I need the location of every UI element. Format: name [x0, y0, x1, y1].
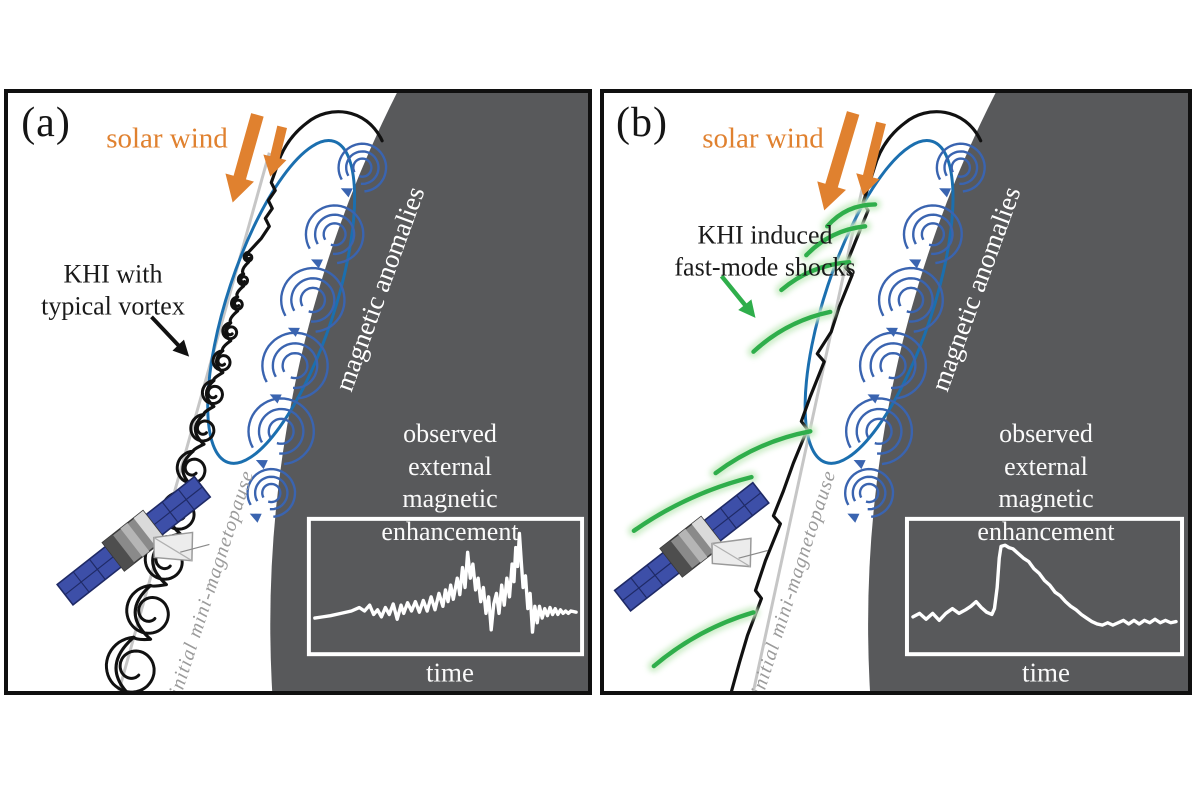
solar-wind-arrow [225, 113, 264, 203]
khi-vortex-spiral [242, 250, 254, 263]
panel-a-scene [56, 93, 588, 691]
khi-vortex-spiral [236, 272, 250, 287]
fast-mode-shock-arc [751, 309, 833, 354]
satellite-icon [613, 481, 770, 612]
field-arrowhead-icon [847, 513, 860, 523]
khi-vortex-spiral [189, 412, 216, 443]
khi-vortex-spiral [230, 295, 244, 311]
khi-vortex-spiral [211, 349, 232, 372]
magnetic-loop-cluster [246, 467, 297, 523]
khi-vortex-spiral [175, 449, 207, 485]
solar-wind-arrow [856, 121, 886, 196]
solar-wind-arrow [817, 111, 860, 211]
field-arrowhead-icon [853, 460, 866, 470]
magnetic-loop-cluster [902, 204, 963, 269]
field-arrowhead-icon [939, 188, 952, 198]
magnetic-loop-cluster [261, 331, 329, 404]
magnetic-loop-cluster [304, 204, 365, 269]
khi-boundary-wavy [114, 110, 384, 691]
field-arrowhead-icon [310, 259, 323, 269]
fast-mode-shock-glow [747, 305, 837, 358]
magnetic-loop-cluster [877, 266, 944, 337]
magnetic-loop-cluster [858, 331, 927, 404]
field-arrowhead-icon [287, 327, 300, 337]
fast-mode-shock-glow [647, 606, 760, 673]
field-arrowhead-icon [255, 460, 268, 470]
magnetic-loop-cluster [337, 142, 388, 198]
magnetic-loop-cluster [247, 397, 315, 470]
fast-mode-shock-arc [631, 474, 754, 533]
waveform-line [911, 543, 1178, 627]
panel-a: (a) solar wind KHI with typical vortex m… [4, 89, 592, 695]
fast-mode-shock-arc [825, 202, 878, 229]
inset-plot [904, 516, 1185, 657]
khi-vortex-spiral [221, 321, 239, 341]
magnetic-loop-cluster [844, 397, 914, 470]
waveform-line [313, 531, 578, 634]
field-arrowhead-icon [340, 188, 353, 198]
inset-plot [306, 516, 585, 657]
shock-pointer-arrow [719, 274, 756, 318]
fast-mode-shock-arc [804, 224, 868, 258]
anomaly-region-ellipse [803, 139, 955, 465]
fast-mode-shock-arc [779, 259, 852, 293]
field-arrowhead-icon [909, 259, 922, 269]
fast-mode-shock-glow [775, 256, 856, 296]
khi-vortex-spiral [200, 379, 224, 406]
khi-pointer-arrow [150, 315, 190, 357]
panel-b-scene [613, 93, 1188, 691]
magnetic-loop-cluster [843, 467, 895, 523]
khi-vortex-spiral [125, 584, 170, 635]
khi-vortex-spiral [104, 635, 156, 691]
panel-b: (b) solar wind KHI induced fast-mode sho… [600, 89, 1192, 695]
field-arrowhead-icon [249, 513, 262, 523]
magnetic-loop-cluster [935, 142, 986, 198]
fast-mode-shock-glow [709, 425, 817, 480]
fast-mode-shock-arc [651, 610, 756, 669]
fast-mode-shock-arc [713, 429, 813, 476]
solar-wind-arrow [263, 125, 288, 177]
field-arrowhead-icon [885, 327, 898, 337]
satellite-icon [56, 475, 212, 606]
anomaly-region-ellipse [206, 139, 357, 465]
magnetic-loop-cluster [279, 266, 346, 337]
